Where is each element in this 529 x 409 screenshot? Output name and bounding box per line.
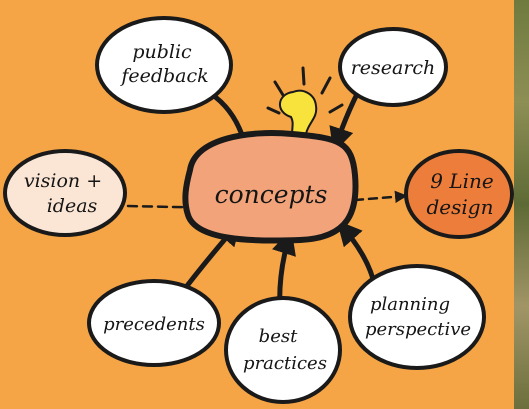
public-feedback-line1: public (132, 41, 192, 63)
planning-perspective-line1: planning (370, 294, 450, 315)
nine-line-design-bubble: 9 Line design (404, 149, 514, 239)
public-feedback-bubble: public feedback (95, 16, 233, 114)
research-label: research (351, 57, 436, 79)
planning-perspective-line2: perspective (365, 319, 471, 340)
best-practices-bubble: best practices (224, 296, 342, 404)
nine-line-design-line1: 9 Line (430, 169, 493, 193)
best-practices-line1: best (259, 326, 298, 347)
research-bubble: research (338, 27, 448, 107)
concepts-node: concepts (182, 130, 359, 244)
photo-edge (514, 0, 529, 409)
public-feedback-line2: feedback (119, 65, 208, 87)
vision-ideas-line1: vision + (24, 170, 102, 192)
concepts-label: concepts (215, 180, 328, 209)
planning-perspective-bubble: planning perspective (348, 264, 486, 370)
nine-line-design-line2: design (427, 195, 494, 219)
precedents-label: precedents (103, 314, 205, 335)
vision-ideas-bubble: vision + ideas (3, 149, 127, 237)
best-practices-line2: practices (243, 353, 327, 374)
arrow-output (353, 190, 408, 204)
vision-ideas-line2: ideas (47, 195, 98, 217)
precedents-bubble: precedents (87, 279, 221, 367)
